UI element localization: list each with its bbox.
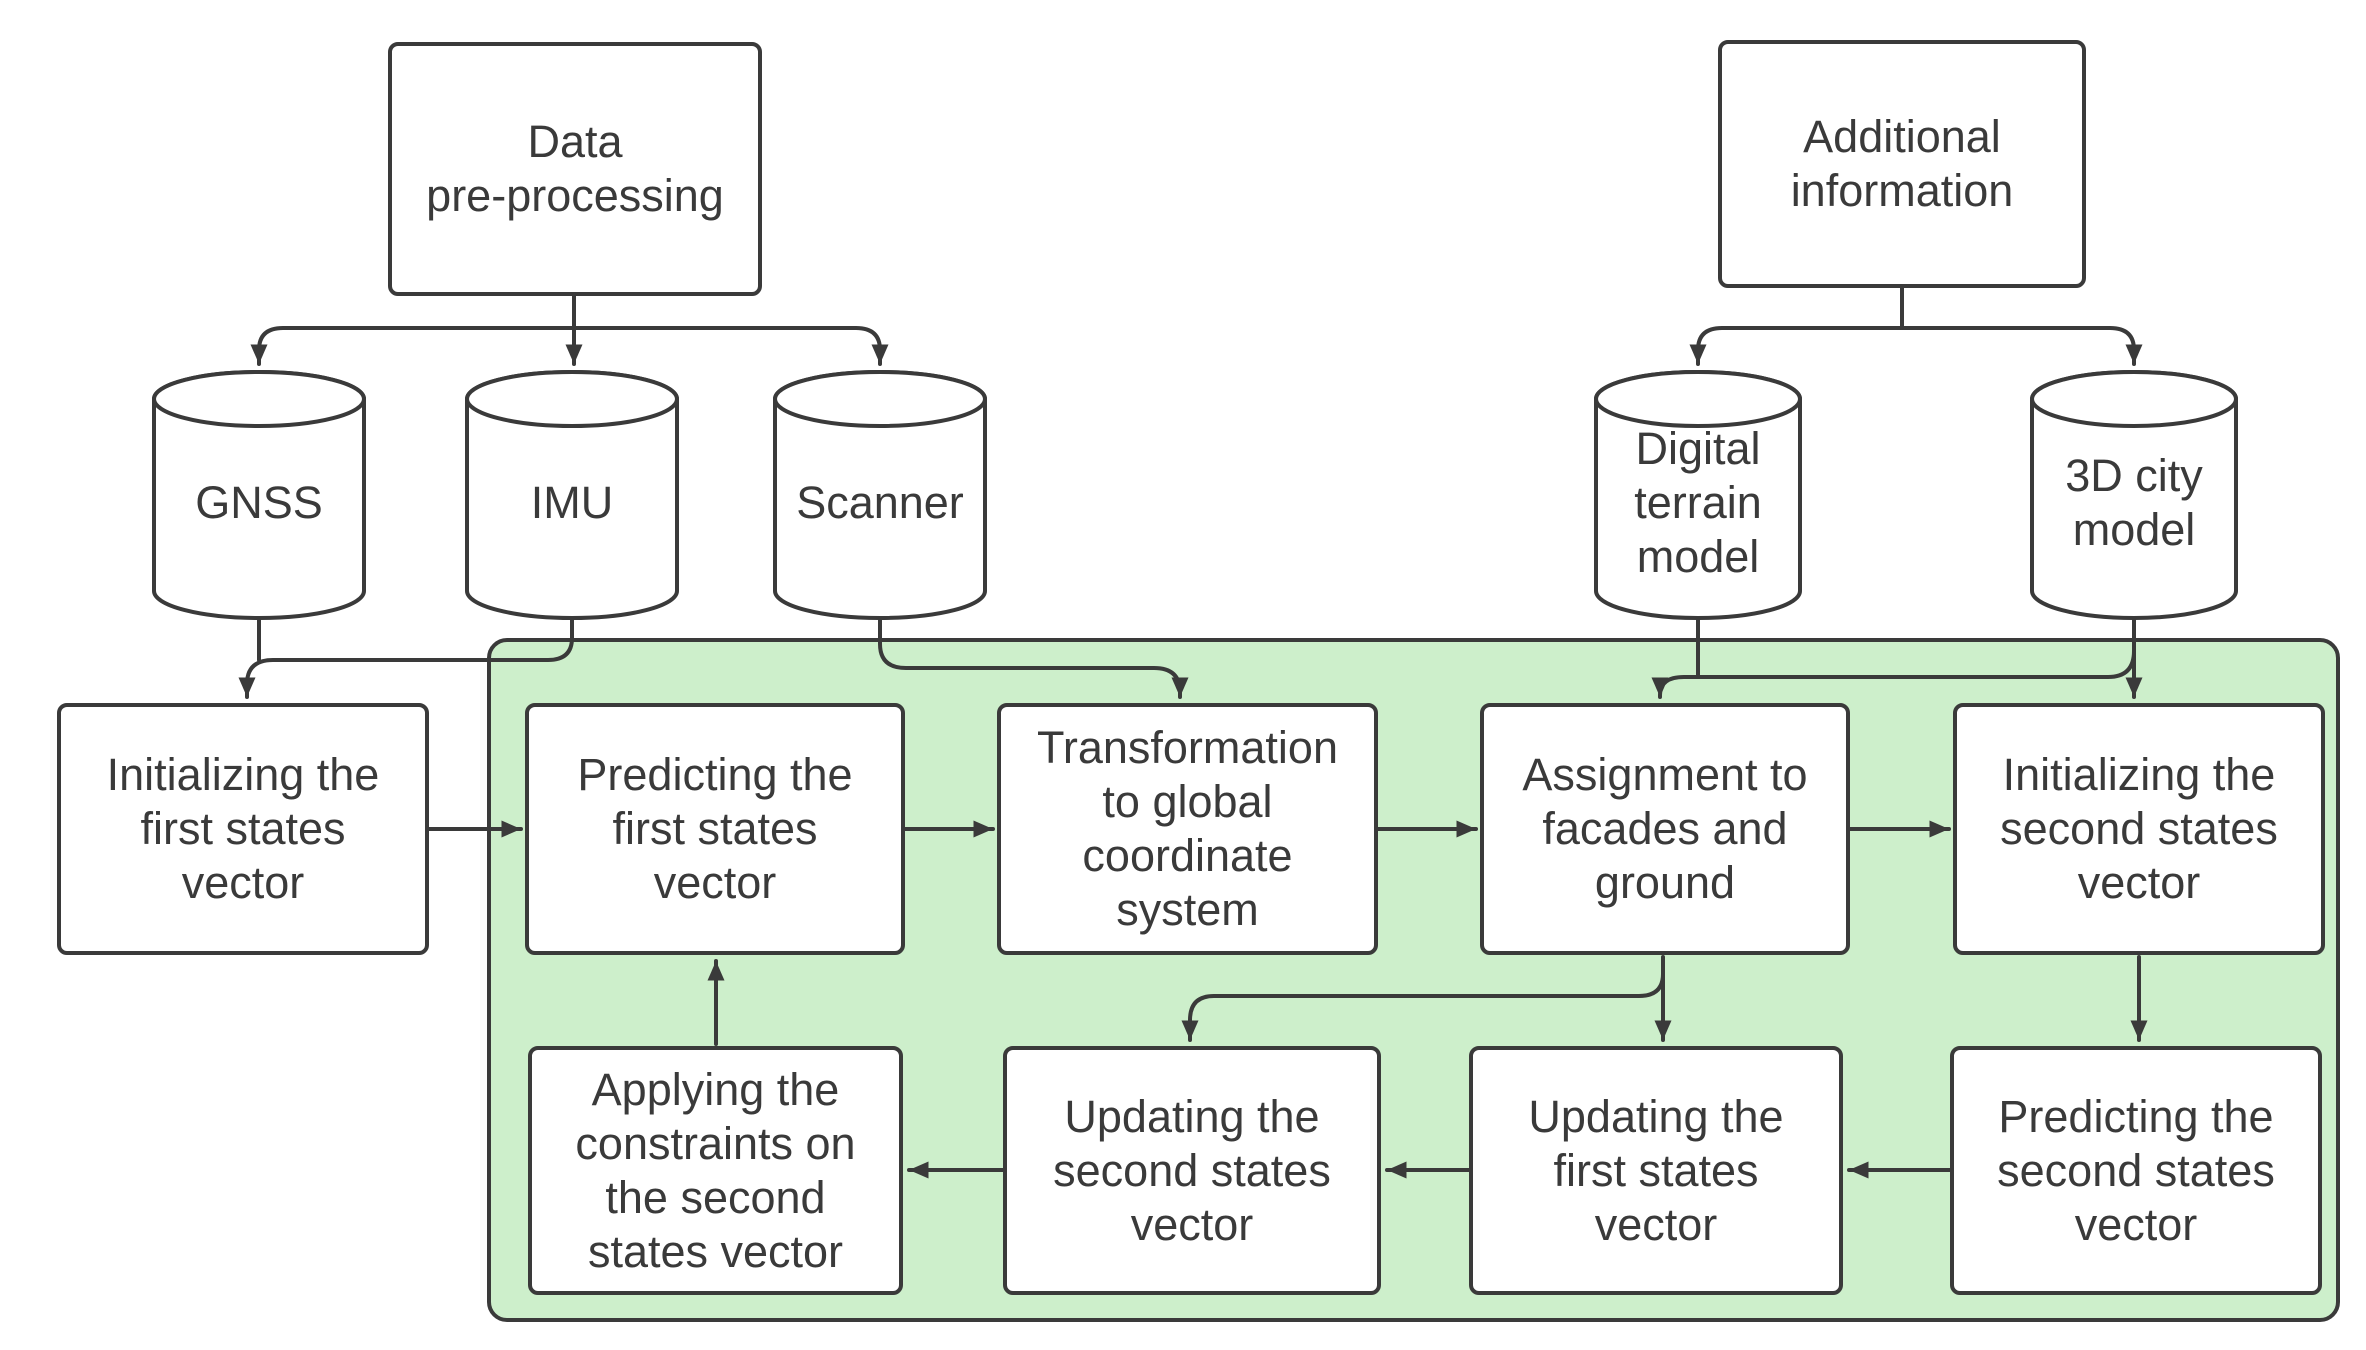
arrow-preprocessing-to-gnss (250, 326, 576, 366)
datastore-label-imu: IMU (530, 477, 614, 528)
cylinder-shape (1594, 370, 1802, 620)
box-initializing-second-states: Initializing the second states vector (1953, 703, 2325, 955)
box-predicting-first-states: Predicting the first states vector (525, 703, 905, 955)
cylinder-shape (465, 370, 679, 620)
box-additional-information: Additional information (1718, 40, 2086, 288)
cylinder-shape (773, 370, 987, 620)
cylinder-gnss: GNSS (152, 370, 366, 620)
cylinder-digital-terrain-model: Digital terrain model (1594, 370, 1802, 620)
cylinder-scanner: Scanner (773, 370, 987, 620)
box-data-preprocessing: Data pre-processing (388, 42, 762, 296)
box-transformation-global-coordinates: Transformation to global coordinate syst… (997, 703, 1378, 955)
datastore-label-scanner: Scanner (796, 477, 964, 528)
arrow-additional-to-dtm (1689, 326, 1904, 366)
datastore-label-3d-city-model: 3D city model (2065, 450, 2203, 555)
arrow-scanner-to-transformation (878, 616, 1189, 699)
datastore-label-gnss: GNSS (195, 477, 323, 528)
cylinder-3d-city-model: 3D city model (2030, 370, 2238, 620)
cylinder-shape (152, 370, 366, 620)
box-updating-second-states: Updating the second states vector (1003, 1046, 1381, 1295)
box-applying-constraints: Applying the constraints on the second s… (528, 1046, 903, 1295)
cylinder-shape (2030, 370, 2238, 620)
arrow-assignment-to-update-second (1181, 972, 1665, 1042)
cylinder-imu: IMU (465, 370, 679, 620)
arrow-additional-to-city (1900, 326, 2143, 366)
datastore-label-digital-terrain-model: Digital terrain model (1634, 423, 1762, 582)
arrow-city-dtm-to-assignment (1651, 649, 2136, 699)
arrow-imu-to-init-first (238, 616, 574, 699)
box-assignment-facades-ground: Assignment to facades and ground (1480, 703, 1850, 955)
arrow-preprocessing-to-scanner (572, 326, 889, 366)
box-predicting-second-states: Predicting the second states vector (1950, 1046, 2322, 1295)
box-updating-first-states: Updating the first states vector (1469, 1046, 1843, 1295)
box-initializing-first-states: Initializing the first states vector (57, 703, 429, 955)
